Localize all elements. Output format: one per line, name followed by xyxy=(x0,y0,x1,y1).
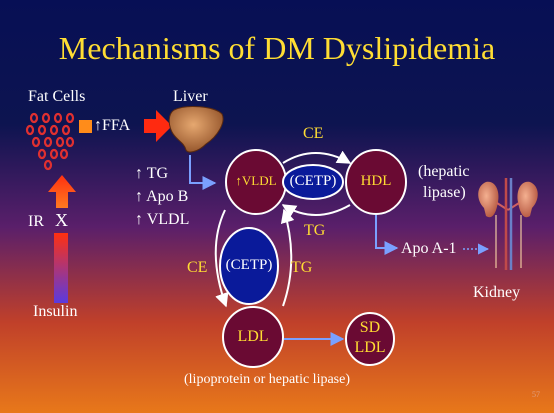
vldl-to-hdl-curve-icon xyxy=(282,150,352,164)
tg-top-label: TG xyxy=(304,222,326,239)
liver-output-tg: ↑ TG xyxy=(135,165,169,182)
footer-note: (lipoprotein or hepatic lipase) xyxy=(184,372,350,387)
ffa-square-icon xyxy=(79,120,92,133)
ldl-node-label: LDL xyxy=(237,328,269,345)
liver-to-vldl-arrow-icon xyxy=(189,155,217,190)
hdl-to-apoa1-arrow-icon xyxy=(375,215,399,255)
liver-output-vldl: ↑ VLDL xyxy=(135,211,190,228)
ffa-label: ↑FFA xyxy=(94,117,131,134)
ffa-to-liver-arrow-icon xyxy=(144,110,172,142)
sd-ldl-node xyxy=(345,312,395,366)
cetp-top-node-label: (CETP) xyxy=(289,173,337,189)
hdl-to-vldl-curve-icon xyxy=(281,204,351,218)
hepatic-label-line2: lipase) xyxy=(423,184,466,201)
liver-icon xyxy=(168,106,224,153)
cetp-left-node-label: (CETP) xyxy=(225,257,273,273)
tg-left-label: TG xyxy=(291,259,313,276)
ce-top-label: CE xyxy=(303,125,324,142)
ir-label: IR xyxy=(28,213,44,230)
insulin-label: Insulin xyxy=(33,303,78,320)
kidney-label: Kidney xyxy=(473,284,521,301)
page-number: 57 xyxy=(532,390,540,399)
ir-blocked-x-label: X xyxy=(55,210,68,230)
ldl-node xyxy=(222,306,284,368)
slide-title: Mechanisms of DM Dyslipidemia xyxy=(58,30,496,66)
cetp-left-node xyxy=(219,227,279,305)
ir-up-arrow-icon xyxy=(48,175,76,208)
kidney-icon xyxy=(478,178,538,270)
fat-cells-label: Fat Cells xyxy=(28,88,86,105)
liver-output-apob: ↑ Apo B xyxy=(135,188,189,205)
vldl-node-label: ↑VLDL xyxy=(235,173,277,188)
ce-left-label: CE xyxy=(187,259,208,276)
sd-ldl-node-label-2: LDL xyxy=(354,339,386,356)
vldl-to-ldl-curve-icon xyxy=(214,209,229,308)
sd-ldl-node-label-1: SD xyxy=(359,319,381,336)
hepatic-label-line1: (hepatic xyxy=(418,163,470,180)
ldl-to-vldl-curve-icon xyxy=(280,208,295,307)
cetp-top-node xyxy=(282,164,344,200)
hdl-node xyxy=(345,149,407,215)
insulin-bar-icon xyxy=(54,233,68,303)
fat-cells-icon xyxy=(25,112,75,171)
apo-a1-label: Apo A-1 xyxy=(401,240,457,257)
hdl-node-label: HDL xyxy=(360,173,392,189)
liver-label: Liver xyxy=(173,88,208,105)
